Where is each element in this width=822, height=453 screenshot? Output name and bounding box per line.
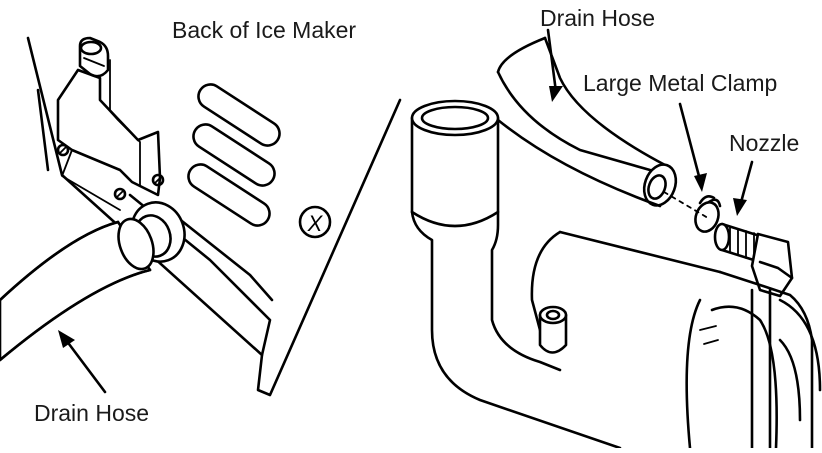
back-of-ice-maker-label: Back of Ice Maker <box>172 17 357 43</box>
ice-maker-back-view: X <box>0 36 402 397</box>
large-metal-clamp <box>694 195 722 233</box>
pump-housing <box>530 230 722 332</box>
left-hose-arrow <box>64 338 107 394</box>
nozzle-label: Nozzle <box>729 130 800 156</box>
nozzle-arrow <box>738 160 754 208</box>
left-drain-hose-label: Drain Hose <box>34 400 150 426</box>
panel-x-mark-text: X <box>307 211 324 236</box>
pump-close-up-view <box>410 28 822 450</box>
right-drain-hose-label: Drain Hose <box>540 5 656 31</box>
right-drain-hose <box>496 70 652 172</box>
ice-maker-side-edge <box>36 88 50 172</box>
right-hose-arrow <box>546 28 558 94</box>
panel-x-mark <box>298 205 332 239</box>
vent-slots <box>187 83 281 227</box>
mounting-boss <box>538 313 568 354</box>
ice-maker-cabinet-outline <box>26 36 402 397</box>
large-metal-clamp-label: Large Metal Clamp <box>583 70 778 96</box>
drain-bracket <box>56 68 162 197</box>
water-fitting <box>78 36 110 78</box>
clamp-arrow <box>678 102 702 182</box>
riser-pipe <box>410 116 622 450</box>
pump-nozzle <box>713 222 794 298</box>
